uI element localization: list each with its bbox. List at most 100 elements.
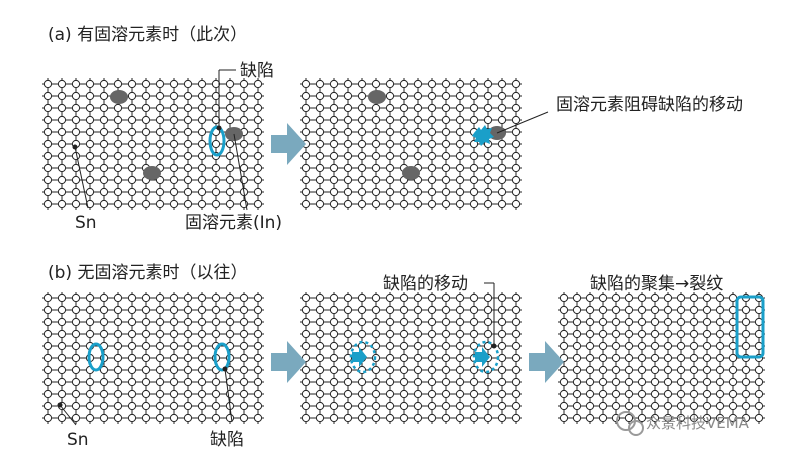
sn-atom [469,199,479,209]
sn-atom [385,293,395,303]
sn-atom [357,377,367,387]
sn-atom [413,151,423,161]
sn-atom [253,365,263,375]
sn-atom [343,115,353,125]
sn-atom [689,305,699,315]
sn-atom [371,163,381,173]
sn-atom [43,377,53,387]
sn-atom [99,365,109,375]
sn-atom [239,353,249,363]
sn-atom [43,187,53,197]
sn-atom [637,329,647,339]
sn-atom [483,79,493,89]
sn-atom [329,175,339,185]
solute-label: 固溶元素(In) [185,213,282,233]
sn-atom [99,163,109,173]
sn-atom [211,163,221,173]
section-a-title: (a) 有固溶元素时（此次） [48,25,247,45]
sn-atom [169,163,179,173]
sn-atom [113,199,123,209]
sn-atom [357,389,367,399]
sn-atom [455,139,465,149]
sn-atom [85,389,95,399]
sn-atom [572,413,582,423]
sn-atom [371,293,381,303]
sn-atom [455,175,465,185]
sn-atom [650,305,660,315]
sn-atom [169,103,179,113]
sn-atom [441,103,451,113]
sn-atom [315,389,325,399]
sn-atom [225,115,235,125]
sn-atom [141,353,151,363]
sn-atom [702,413,712,423]
sn-atom [225,151,235,161]
sn-atom [239,163,249,173]
sn-atom [155,389,165,399]
sn-atom [99,401,109,411]
sn-atom [127,413,137,423]
sn-atom [239,329,249,339]
sn-atom [329,413,339,423]
sn-atom [225,199,235,209]
sn-atom [253,329,263,339]
sn-atom [483,305,493,315]
sn-atom [469,187,479,197]
sn-atom [399,199,409,209]
sn-atom [413,305,423,315]
sn-atom [183,413,193,423]
sn-atom [427,401,437,411]
sn-atom [315,365,325,375]
sn-atom [329,377,339,387]
sn-atom [85,401,95,411]
sn-atom [483,329,493,339]
sn-atom [211,199,221,209]
sn-atom [99,139,109,149]
sn-atom [511,115,521,125]
sn-atom [113,127,123,137]
sn-atom [728,365,738,375]
sn-atom [650,353,660,363]
sn-atom [211,389,221,399]
sn-atom [469,377,479,387]
sn-atom [71,317,81,327]
sn-atom [183,79,193,89]
sn-atom [385,317,395,327]
sn-atom [511,377,521,387]
sn-atom [343,199,353,209]
sn-atom [329,341,339,351]
defect-marker [87,342,105,372]
sn-atom [85,187,95,197]
sn-atom [85,103,95,113]
sn-atom [225,139,235,149]
sn-atom [211,413,221,423]
sn-atom [455,115,465,125]
sn-atom [413,199,423,209]
sn-atom [413,103,423,113]
solute-atom [110,90,128,104]
sn-atom [71,341,81,351]
sn-atom [441,199,451,209]
sn-atom [441,79,451,89]
sn-atom [611,341,621,351]
sn-atom [211,317,221,327]
sn-atom [127,79,137,89]
sn-atom [483,413,493,423]
sn-atom [239,115,249,125]
sn-atom [663,389,673,399]
sn-atom [715,389,725,399]
sn-atom [702,377,712,387]
sn-atom [559,377,569,387]
sn-atom [511,151,521,161]
sn-atom [611,401,621,411]
sn-atom [127,305,137,315]
sn-atom [329,293,339,303]
sn-atom [511,103,521,113]
sn-atom [127,91,137,101]
sn-atom [385,103,395,113]
sn-atom [559,413,569,423]
sn-atom [413,139,423,149]
sn-atom [385,151,395,161]
sn-atom [702,389,712,399]
sn-atom [99,329,109,339]
